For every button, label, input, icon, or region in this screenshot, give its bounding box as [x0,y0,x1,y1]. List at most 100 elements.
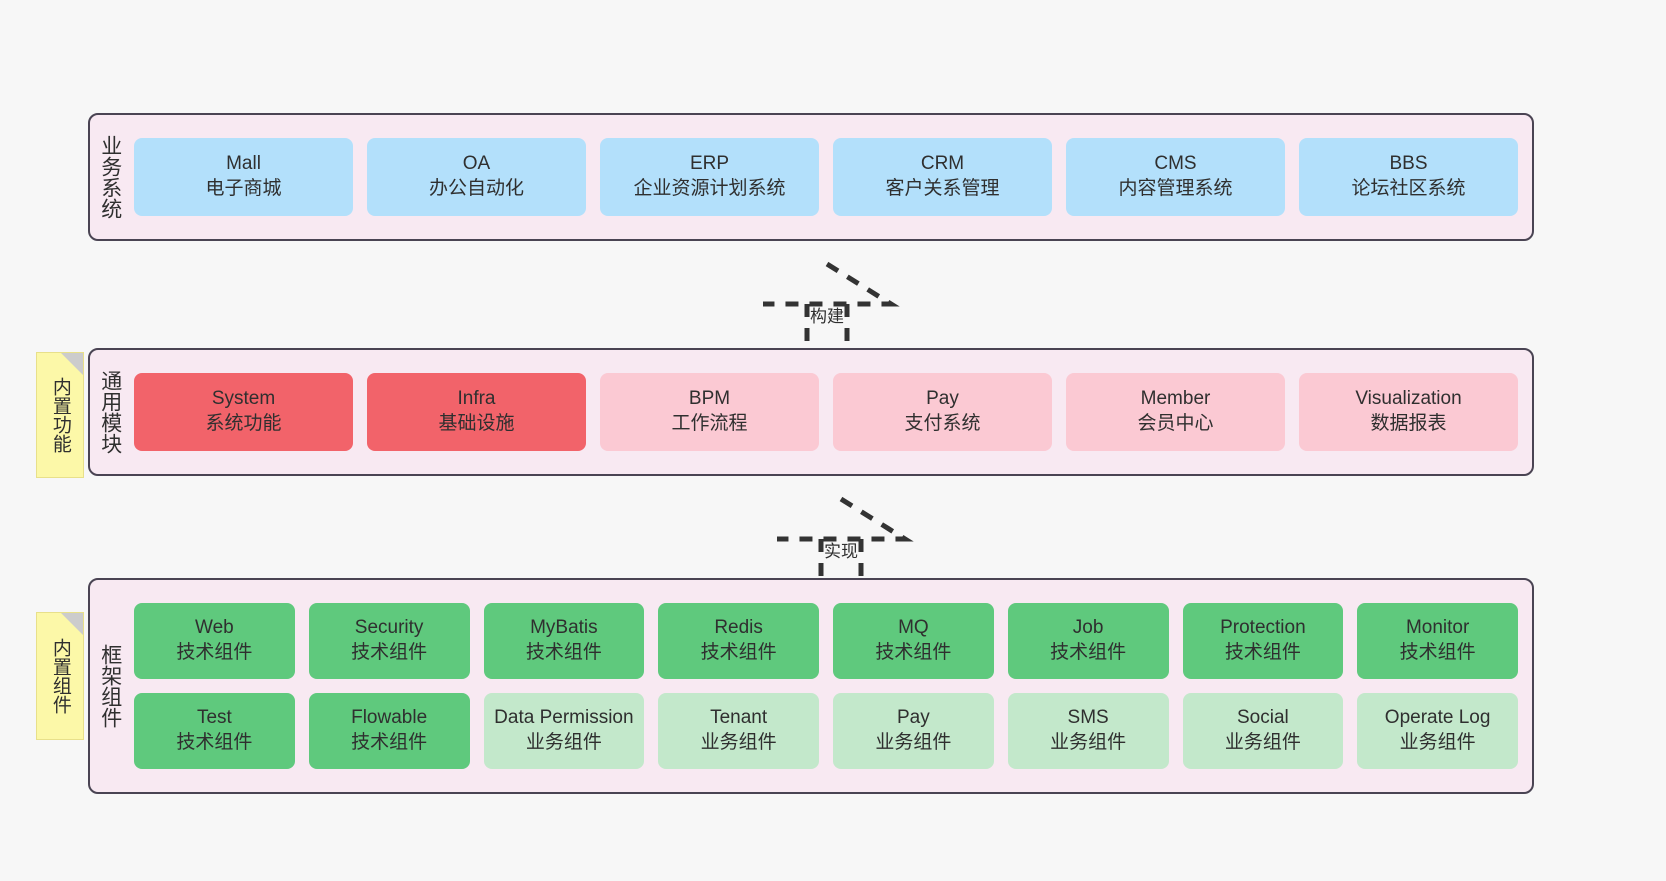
card-pay[interactable]: Pay 支付系统 [833,373,1052,451]
card-test[interactable]: Test 技术组件 [134,693,295,769]
card-sms[interactable]: SMS 业务组件 [1007,693,1169,769]
connector-build-label: 构建 [810,307,844,326]
card-title: MyBatis [530,617,598,639]
card-subtitle: 技术组件 [176,732,253,753]
card-subtitle: 电子商城 [205,178,282,199]
card-title: Flowable [351,707,428,729]
card-web[interactable]: Web 技术组件 [134,603,295,679]
card-member[interactable]: Member 会员中心 [1066,373,1285,451]
card-title: OA [462,153,491,175]
card-operate-log[interactable]: Operate Log 业务组件 [1357,693,1518,769]
card-subtitle: 企业资源计划系统 [633,178,786,199]
sticky-note-builtin-components: 内置组件 [36,612,84,740]
card-cms[interactable]: CMS 内容管理系统 [1066,138,1285,216]
card-subtitle: 内容管理系统 [1118,178,1233,199]
card-title: Social [1237,707,1289,729]
card-title: CRM [920,153,965,175]
card-flowable[interactable]: Flowable 技术组件 [308,693,470,769]
connector-implement-arrow: 实现 [766,493,916,577]
card-subtitle: 论坛社区系统 [1351,178,1466,199]
card-title: Redis [714,617,763,639]
card-subtitle: 会员中心 [1137,413,1214,434]
card-security[interactable]: Security 技术组件 [308,603,470,679]
sticky-note-builtin-features: 内置功能 [36,352,84,478]
card-title: Visualization [1355,388,1462,410]
card-bbs[interactable]: BBS 论坛社区系统 [1299,138,1518,216]
connector-implement-label: 实现 [824,542,858,561]
card-subtitle: 业务组件 [700,732,777,753]
card-title: CMS [1154,153,1197,175]
card-subtitle: 技术组件 [176,642,253,663]
card-mq[interactable]: MQ 技术组件 [833,603,994,679]
card-title: Test [196,707,232,729]
card-title: Infra [457,388,496,410]
card-redis[interactable]: Redis 技术组件 [658,603,819,679]
card-subtitle: 业务组件 [1050,732,1127,753]
card-subtitle: 系统功能 [205,413,282,434]
card-title: Tenant [710,707,768,729]
card-infra[interactable]: Infra 基础设施 [367,373,586,451]
card-bpm[interactable]: BPM 工作流程 [600,373,819,451]
card-title: Operate Log [1384,707,1491,729]
card-title: BBS [1389,153,1428,175]
card-monitor[interactable]: Monitor 技术组件 [1357,603,1518,679]
common-modules-card-list: System 系统功能 Infra 基础设施 BPM 工作流程 Pay 支付系统 Member 会… [130,350,1532,474]
card-system[interactable]: System 系统功能 [134,373,353,451]
card-protection[interactable]: Protection 技术组件 [1182,603,1344,679]
card-oa[interactable]: OA 办公自动化 [367,138,586,216]
card-subtitle: 业务组件 [1399,732,1476,753]
card-subtitle: 技术组件 [875,642,952,663]
card-title: Web [195,617,234,639]
card-subtitle: 办公自动化 [428,178,524,199]
sticky-fold-icon [61,613,83,635]
card-subtitle: 技术组件 [1224,642,1301,663]
card-erp[interactable]: ERP 企业资源计划系统 [600,138,819,216]
card-title: Protection [1220,617,1306,639]
card-subtitle: 技术组件 [525,642,602,663]
common-modules-title: 通用模块 [98,370,122,454]
card-title: Pay [897,707,930,729]
framework-components-title: 框架组件 [98,644,122,728]
card-mybatis[interactable]: MyBatis 技术组件 [483,603,645,679]
card-subtitle: 客户关系管理 [885,178,1000,199]
card-subtitle: 支付系统 [904,413,981,434]
common-modules-panel: 通用模块 System 系统功能 Infra 基础设施 BPM 工作流程 Pay 支付系统 Me… [88,348,1534,476]
card-job[interactable]: Job 技术组件 [1007,603,1169,679]
card-subtitle: 技术组件 [1399,642,1476,663]
card-title: Pay [926,388,959,410]
business-system-title: 业务系统 [98,135,122,219]
card-title: Job [1072,617,1104,639]
card-title: System [211,388,276,410]
card-title: SMS [1067,707,1109,729]
card-subtitle: 技术组件 [700,642,777,663]
card-visualization[interactable]: Visualization 数据报表 [1299,373,1518,451]
card-subtitle: 技术组件 [351,732,428,753]
card-subtitle: 工作流程 [671,413,748,434]
card-title: Security [354,617,424,639]
card-subtitle: 技术组件 [1050,642,1127,663]
card-subtitle: 基础设施 [438,413,515,434]
sticky-note-builtin-features-label: 内置功能 [49,377,71,453]
card-title: ERP [689,153,730,175]
card-title: Member [1140,388,1211,410]
sticky-note-builtin-components-label: 内置组件 [49,638,71,714]
card-title: MQ [898,617,929,639]
card-title: BPM [688,388,731,410]
card-tenant[interactable]: Tenant 业务组件 [658,693,819,769]
card-title: Monitor [1405,617,1470,639]
card-subtitle: 业务组件 [1224,732,1301,753]
card-social[interactable]: Social 业务组件 [1182,693,1344,769]
card-crm[interactable]: CRM 客户关系管理 [833,138,1052,216]
sticky-fold-icon [61,353,83,375]
card-subtitle: 技术组件 [351,642,428,663]
card-subtitle: 数据报表 [1370,413,1447,434]
